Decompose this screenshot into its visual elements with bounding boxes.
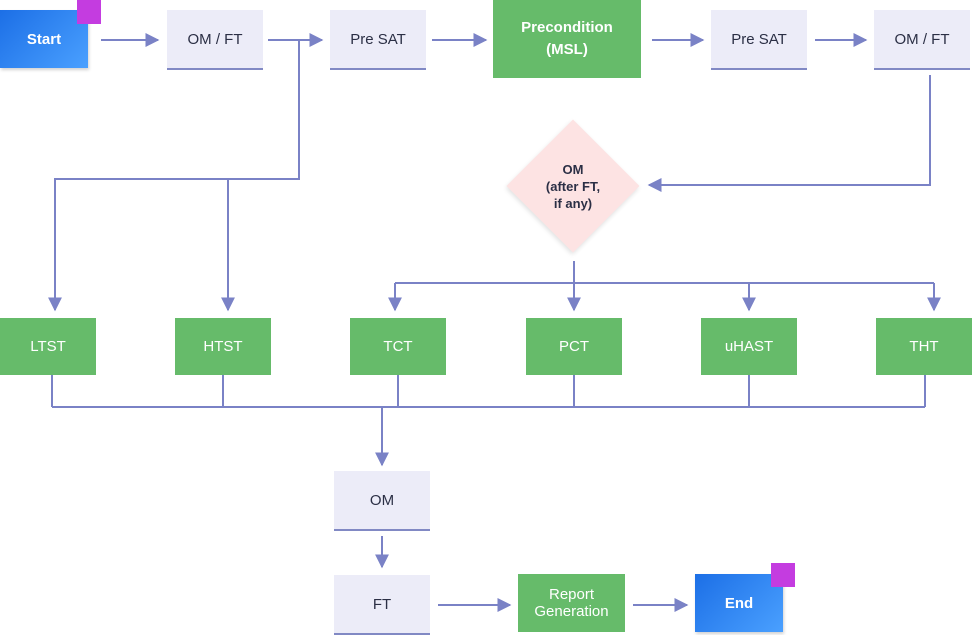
ft-label: FT [372,595,392,613]
report-generation-node: Report Generation [518,574,625,632]
htst-node: HTST [175,318,271,375]
start-corner-badge [77,0,101,24]
htst-label: HTST [203,338,243,355]
uhast-label: uHAST [724,338,774,355]
decision-label-2: (after FT, [545,178,601,194]
om-ft-label-2: OM / FT [894,30,950,48]
om-ft-label-1: OM / FT [187,30,243,48]
ft-node: FT [334,575,430,635]
om-node: OM [334,471,430,531]
precondition-node: Precondition (MSL) [493,0,641,78]
pct-node: PCT [526,318,622,375]
pre-sat-node-1: Pre SAT [330,10,426,70]
om-ft-node-2: OM / FT [874,10,970,70]
start-node: Start [0,10,88,68]
generation-label: Generation [534,603,609,620]
om-ft-node-1: OM / FT [167,10,263,70]
end-node: End [695,574,783,632]
decision-text: OM (after FT, if any) [526,139,620,233]
tht-node: THT [876,318,972,375]
end-label: End [724,594,754,612]
decision-label-3: if any) [553,195,593,211]
decision-node: OM (after FT, if any) [506,119,640,253]
end-corner-badge [771,563,795,587]
uhast-node: uHAST [701,318,797,375]
arrow-omft-to-decision [647,75,931,192]
precondition-label: Precondition [521,19,613,36]
pre-sat-node-2: Pre SAT [711,10,807,70]
ltst-label: LTST [30,338,66,355]
om-label: OM [369,491,395,509]
tct-node: TCT [350,318,446,375]
branch-omft-left [48,40,300,312]
pct-label: PCT [559,338,589,355]
report-label: Report [548,586,595,603]
precondition-msl-label: (MSL) [546,41,588,58]
start-label: Start [26,30,62,48]
tht-label: THT [909,338,939,355]
tct-label: TCT [383,338,413,355]
decision-label-1: OM [562,161,584,177]
ltst-node: LTST [0,318,96,375]
pre-sat-label-2: Pre SAT [731,30,787,48]
pre-sat-label-1: Pre SAT [350,30,406,48]
